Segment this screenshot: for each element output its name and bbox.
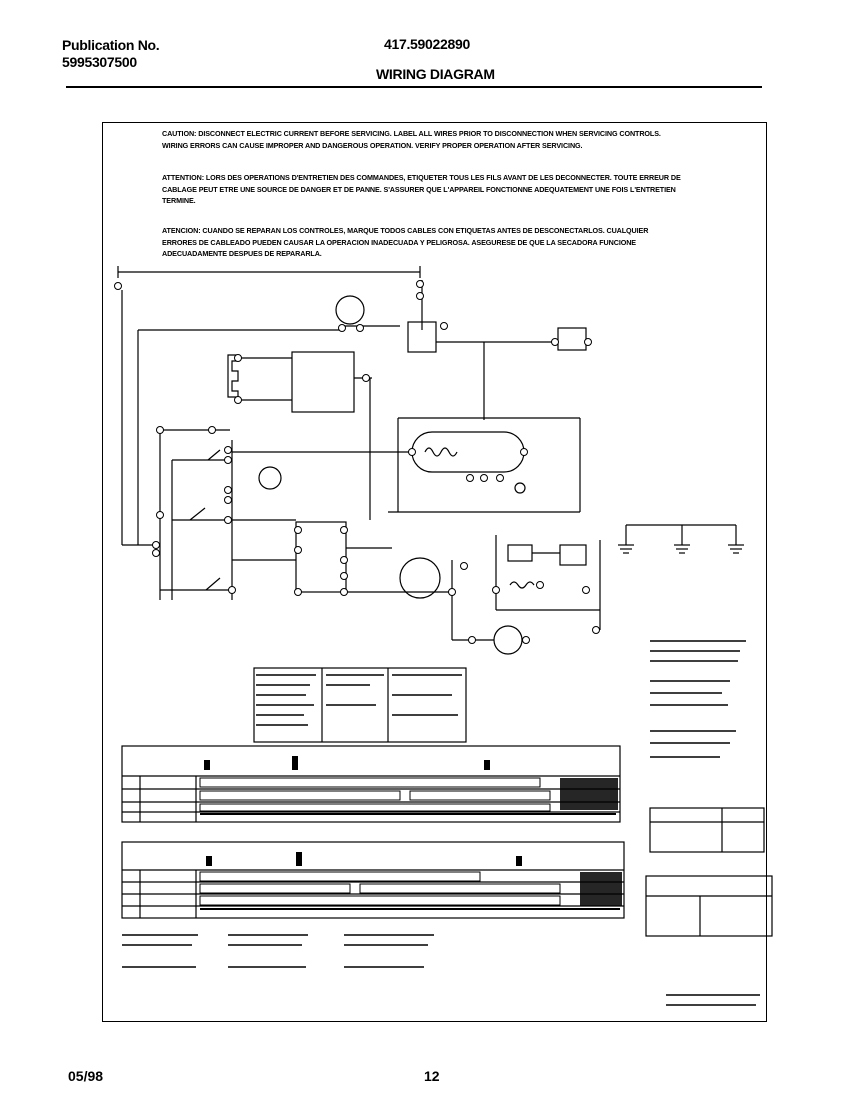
switch-chart-table: [649, 807, 765, 853]
symbol-legend-box: [253, 667, 467, 743]
push-to-start-switch: [295, 521, 347, 593]
footer-date: 05/98: [68, 1068, 104, 1084]
drive-motor-symbol: [411, 431, 525, 473]
timer-motor-block: [291, 351, 355, 413]
warning-english: CAUTION: DISCONNECT ELECTRIC CURRENT BEF…: [162, 129, 661, 150]
header-rule: [66, 86, 762, 88]
drum-lamp-symbol: [335, 295, 365, 325]
thermal-fuse-symbol: [557, 327, 587, 351]
diagram-frame: [102, 122, 767, 1022]
model-number: 417.59022890: [384, 36, 470, 52]
heater-element-symbol: [399, 557, 441, 599]
warning-french: ATTENTION: LORS DES OPERATIONS D'ENTRETI…: [162, 173, 681, 205]
hi-limit-symbol: [559, 544, 587, 566]
publication-label: Publication No.: [62, 37, 160, 53]
motor-symbol: [493, 625, 523, 655]
warning-spanish: ATENCION: CUANDO SE REPARAN LOS CONTROLE…: [162, 226, 649, 258]
cycle-chart-1: [121, 745, 621, 823]
timer-dial-symbol: [258, 466, 282, 490]
page-title: WIRING DIAGRAM: [376, 66, 495, 82]
cycle-chart-2: [121, 841, 625, 919]
page-number: 12: [424, 1068, 440, 1084]
test-specs-table: [645, 875, 773, 937]
publication-number: 5995307500: [62, 54, 137, 70]
ground-symbols: [618, 524, 744, 554]
thermostat-symbol: [507, 544, 533, 562]
door-switch-symbol: [407, 321, 437, 353]
